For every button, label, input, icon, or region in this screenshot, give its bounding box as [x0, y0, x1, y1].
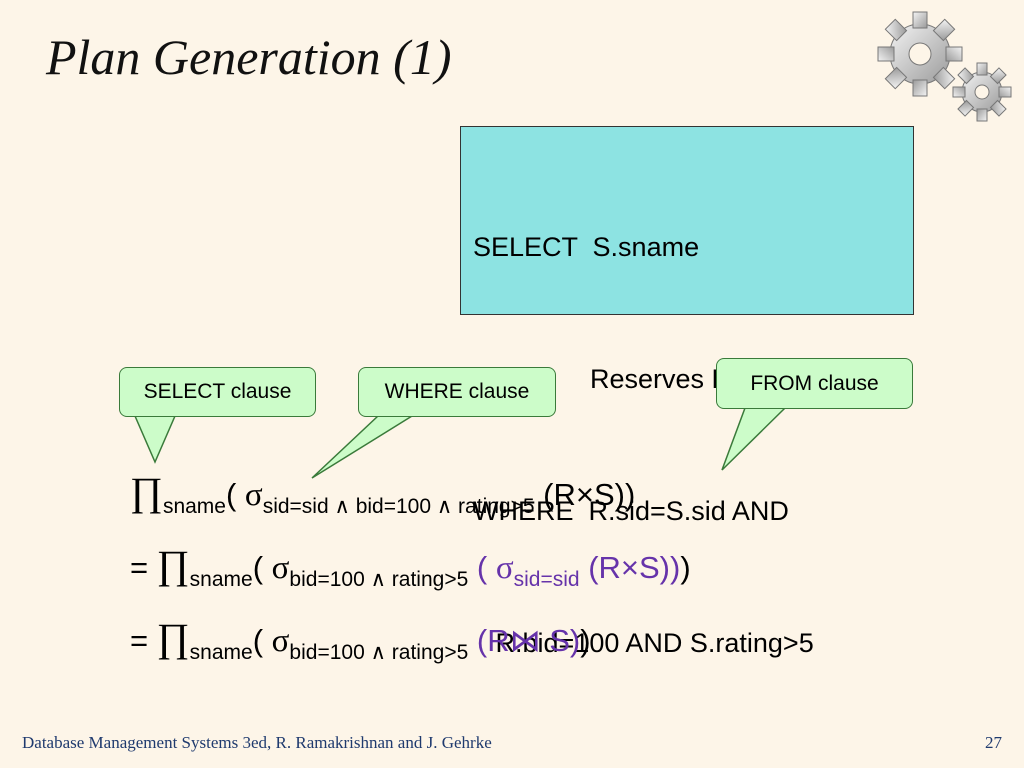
inner-cross-product-term: (R×S)) — [579, 550, 681, 585]
where-clause-label: WHERE clause — [384, 380, 530, 403]
select-clause-callout: SELECT clause — [119, 367, 316, 417]
close-paren: ) — [680, 550, 691, 585]
inner-open-paren: ( — [468, 550, 496, 585]
sql-line-where: WHERE R.sid=S.sid AND — [473, 496, 789, 526]
equals-sign: = — [130, 550, 157, 585]
join-term: (R⋈ S) — [468, 623, 581, 658]
projection-subscript: sname — [189, 568, 253, 591]
slide-title: Plan Generation (1) — [46, 29, 452, 85]
open-paren: ( — [225, 477, 245, 512]
gears-icon — [877, 11, 1012, 122]
close-paren: ) — [580, 623, 591, 658]
sql-query-box: SELECT S.sname FROM Reserves R, Sailors … — [460, 126, 914, 658]
selection-subscript: bid=100 ∧ rating>5 — [289, 568, 469, 591]
sql-line-select: SELECT S.sname — [473, 232, 700, 262]
from-clause-label: FROM clause — [750, 371, 879, 395]
projection-symbol: ∏ — [156, 615, 190, 660]
sql-line-where-cont: R.bid=100 AND S.rating>5 — [473, 628, 814, 658]
select-clause-label: SELECT clause — [143, 380, 292, 403]
selection-symbol: σ — [271, 623, 290, 659]
from-clause-callout: FROM clause — [716, 358, 913, 409]
selection-subscript: sid=sid ∧ bid=100 ∧ rating>5 — [262, 495, 535, 518]
projection-symbol: ∏ — [130, 469, 163, 514]
selection-symbol: σ — [244, 477, 263, 513]
equals-sign: = — [130, 623, 157, 658]
where-clause-callout: WHERE clause — [358, 367, 556, 417]
expression-line-1: ∏sname( σsid=sid ∧ bid=100 ∧ rating>5 (R… — [130, 468, 635, 519]
open-paren: ( — [252, 550, 272, 585]
page-number: 27 — [985, 733, 1002, 752]
projection-symbol: ∏ — [156, 542, 190, 587]
selection-symbol: σ — [271, 550, 290, 586]
footer-citation: Database Management Systems 3ed, R. Rama… — [22, 733, 492, 752]
projection-subscript: sname — [189, 641, 253, 664]
inner-selection-symbol: σ — [495, 550, 514, 586]
selection-subscript: bid=100 ∧ rating>5 — [289, 641, 469, 664]
expression-line-3: = ∏sname( σbid=100 ∧ rating>5 (R⋈ S)) — [130, 614, 591, 665]
expression-line-2: = ∏sname( σbid=100 ∧ rating>5 ( σsid=sid… — [130, 541, 691, 592]
open-paren: ( — [252, 623, 272, 658]
inner-selection-subscript: sid=sid — [513, 568, 580, 591]
select-callout-tail — [133, 415, 177, 464]
cross-product-term: (R×S)) — [534, 477, 636, 512]
projection-subscript: sname — [162, 495, 226, 518]
